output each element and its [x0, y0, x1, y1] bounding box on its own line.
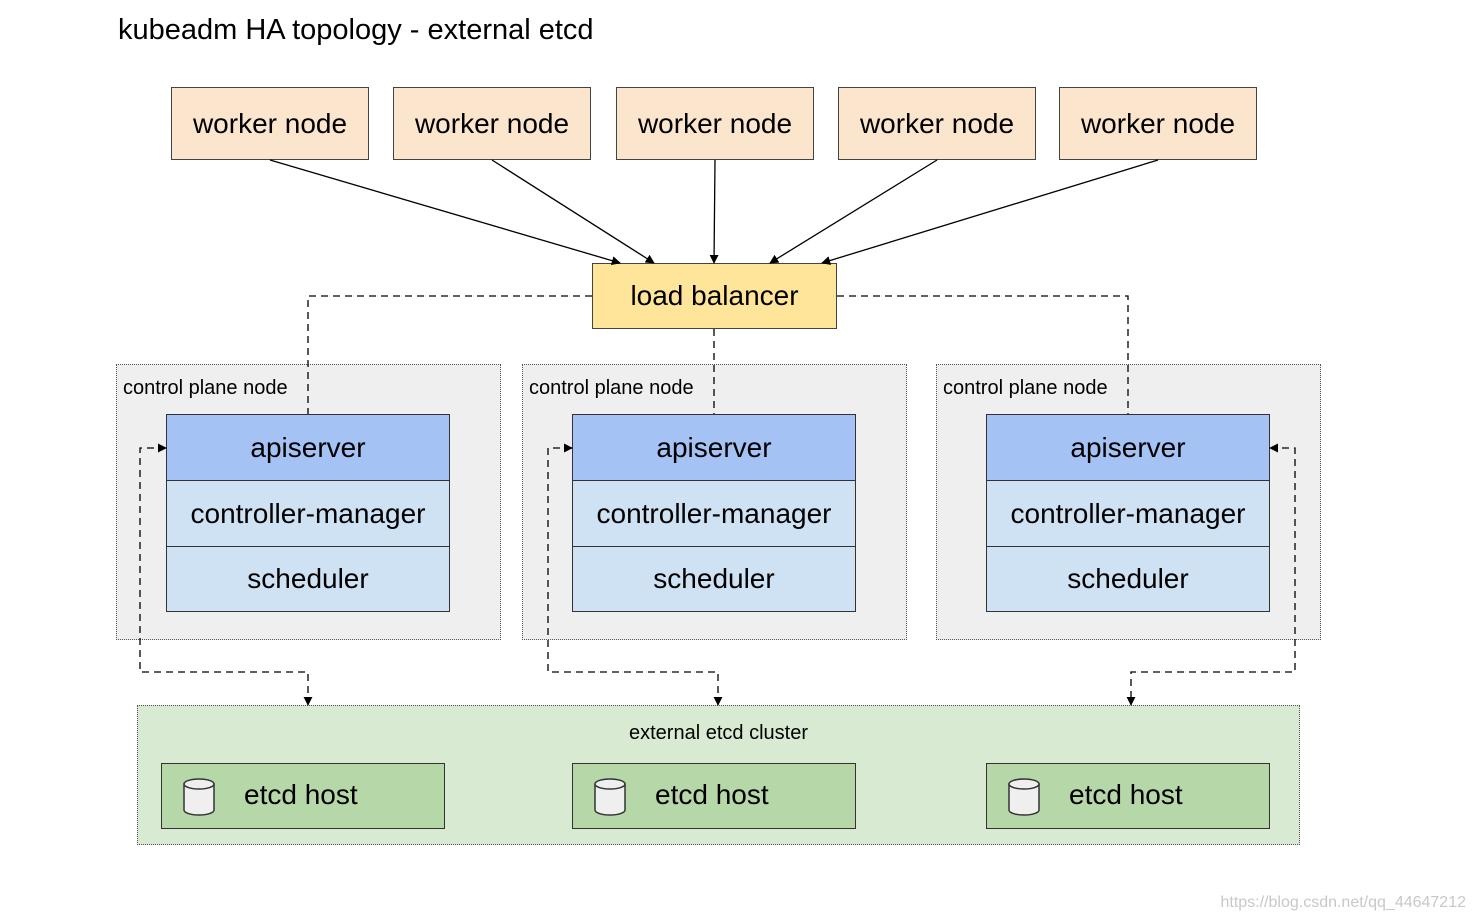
database-icon — [183, 778, 215, 816]
worker-node-1: worker node — [171, 87, 369, 160]
etcd-cluster-label: external etcd cluster — [629, 722, 808, 744]
database-icon — [594, 778, 626, 816]
worker-lb-arrow — [821, 159, 1159, 265]
worker-node-4: worker node — [838, 87, 1036, 160]
load-balancer: load balancer — [592, 263, 837, 329]
lb-apiserver-link — [837, 295, 1129, 414]
worker-node-3: worker node — [616, 87, 814, 160]
worker-lb-arrow — [769, 159, 938, 264]
worker-lb-arrow — [269, 159, 621, 266]
apiserver-etcd-link — [139, 443, 313, 706]
database-icon — [1008, 778, 1040, 816]
worker-node-2: worker node — [393, 87, 591, 160]
etcd-host-label: etcd host — [1069, 779, 1183, 810]
apiserver-etcd-link — [1126, 443, 1296, 706]
worker-node-5: worker node — [1059, 87, 1257, 160]
etcd-host-label: etcd host — [655, 779, 769, 810]
watermark: https://blog.csdn.net/qq_44647212 — [1220, 894, 1466, 911]
etcd-host-3: etcd host — [986, 763, 1270, 829]
worker-lb-arrow — [709, 159, 719, 264]
diagram-title: kubeadm HA topology - external etcd — [118, 14, 594, 46]
worker-lb-arrow — [491, 159, 655, 264]
etcd-host-2: etcd host — [572, 763, 856, 829]
etcd-host-label: etcd host — [244, 779, 358, 810]
lb-apiserver-link — [307, 295, 592, 414]
control-plane-label: control plane node — [529, 377, 694, 399]
control-plane-label: control plane node — [943, 377, 1108, 399]
apiserver-etcd-link — [547, 443, 723, 706]
etcd-host-1: etcd host — [161, 763, 445, 829]
control-plane-label: control plane node — [123, 377, 288, 399]
